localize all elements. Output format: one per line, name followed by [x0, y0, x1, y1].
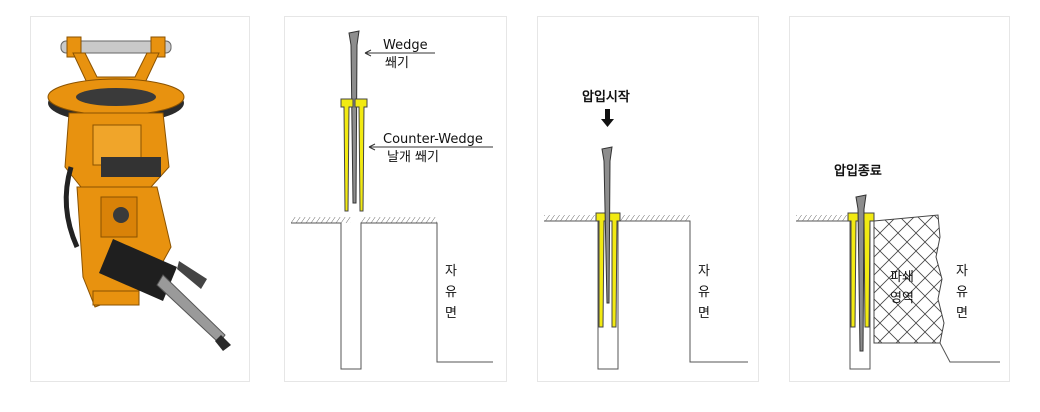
wedge-components-diagram [291, 30, 493, 370]
free-face-label: 자 유 면 [698, 264, 710, 321]
free-face-label: 자 유 면 [445, 264, 457, 321]
crush-zone [873, 214, 945, 344]
counter-wedge-label-ko: 날개 쐐기 [387, 150, 439, 165]
free-face-label: 자 유 면 [956, 264, 968, 321]
insertion-end-panel: 압입종료 파쇄 영역 자 유 면 [789, 16, 1010, 382]
wedge-label-en: Wedge [383, 38, 428, 53]
wedge [601, 146, 613, 304]
insertion-start-panel: 압입시작 자 유 면 [537, 16, 759, 382]
wedge-label-ko: 쐐기 [385, 56, 409, 71]
insertion-end-label: 압입종료 [834, 164, 882, 179]
crush-zone-label: 파쇄 영역 [890, 270, 914, 306]
push-arrow-icon [605, 109, 610, 119]
hydraulic-splitter-machine-illustration [47, 36, 231, 351]
machine-photo-panel [30, 16, 250, 382]
insertion-end-diagram [796, 194, 1000, 370]
wedge-components-panel: Wedge 쐐기 Counter-Wedge 날개 쐐기 자 유 면 [284, 16, 507, 382]
insertion-start-label: 압입시작 [582, 90, 630, 105]
counter-wedge-right [354, 98, 368, 212]
wedge [855, 194, 867, 352]
insertion-start-diagram [544, 109, 748, 370]
counter-wedge-label-en: Counter-Wedge [383, 132, 483, 147]
counter-wedge-left [340, 98, 354, 212]
wedge [348, 30, 360, 204]
